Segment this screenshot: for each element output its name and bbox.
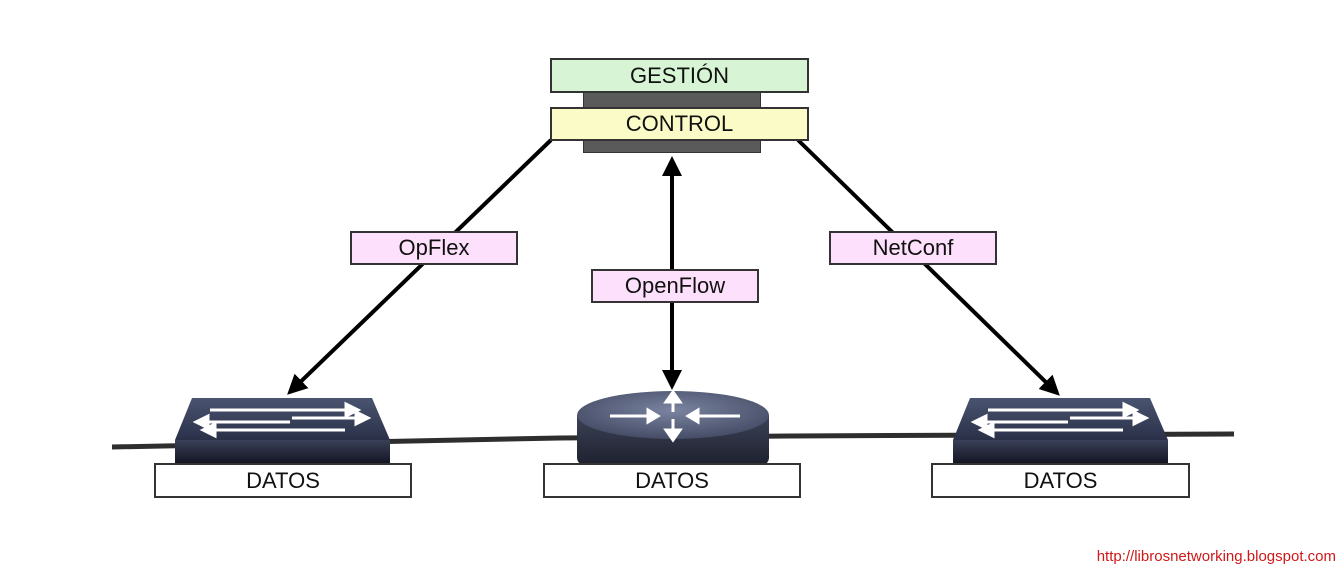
openflow-label: OpenFlow [591,269,759,303]
control-plane: CONTROL [550,107,809,141]
data-plane-label-right: DATOS [931,463,1190,498]
management-plane: GESTIÓN [550,58,809,93]
opflex-label: OpFlex [350,231,518,265]
netconf-arrow [796,138,1060,396]
controller-base [583,139,761,153]
switch-icon [953,398,1168,464]
switch-icon [175,398,390,464]
data-plane-label-left: DATOS [154,463,412,498]
netconf-label: NetConf [829,231,997,265]
data-plane-label-center: DATOS [543,463,801,498]
source-url[interactable]: http://librosnetworking.blogspot.com [1096,548,1336,565]
opflex-arrow [287,138,553,395]
